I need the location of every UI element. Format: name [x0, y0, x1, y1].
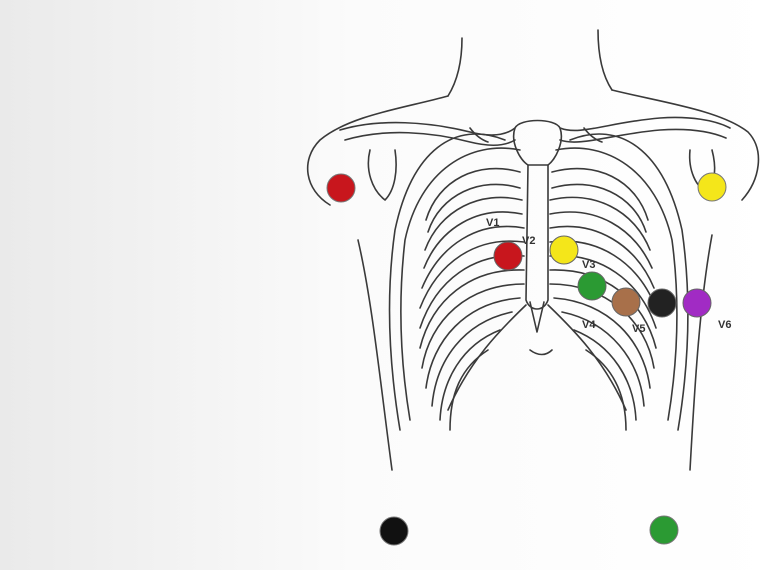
electrode-v6-icon — [683, 289, 711, 317]
electrode-left-leg-icon — [650, 516, 678, 544]
electrode-v3-icon — [578, 272, 606, 300]
electrode-v2-icon — [550, 236, 578, 264]
electrode-right-arm-icon — [327, 174, 355, 202]
electrode-right-leg-icon — [380, 517, 408, 545]
lead-label-v4: V4 — [582, 319, 596, 331]
electrode-v5-icon — [648, 289, 676, 317]
electrode-left-arm-icon — [698, 173, 726, 201]
lead-label-v1: V1 — [486, 217, 499, 229]
lead-label-v3: V3 — [582, 259, 595, 271]
lead-label-v5: V5 — [632, 323, 645, 335]
electrode-v1-icon — [494, 242, 522, 270]
electrode-v4-icon — [612, 288, 640, 316]
lead-label-v6: V6 — [718, 319, 731, 331]
lead-label-v2: V2 — [522, 235, 535, 247]
